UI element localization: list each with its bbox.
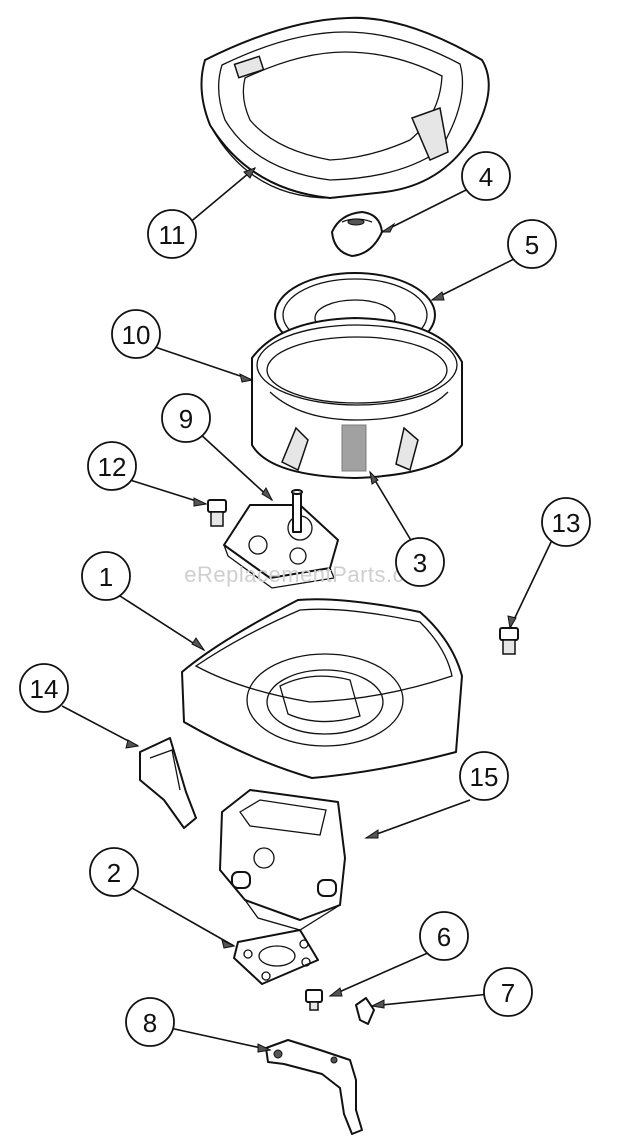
callout-2: 2: [89, 847, 139, 897]
watermark-text: eReplacementParts.com: [184, 562, 435, 587]
leader-lines: [61, 167, 553, 1053]
svg-text:15: 15: [470, 762, 499, 792]
callout-4: 4: [461, 151, 511, 201]
part-6-screw: [305, 989, 323, 1011]
callout-13: 13: [541, 497, 591, 547]
svg-text:11: 11: [159, 220, 186, 250]
callout-3: 3: [395, 537, 445, 587]
part-11-cover: [200, 16, 490, 199]
svg-text:12: 12: [98, 452, 127, 482]
part-9-mount-plate: [223, 489, 339, 589]
svg-text:5: 5: [525, 230, 539, 260]
callout-15: 15: [459, 751, 509, 801]
svg-text:10: 10: [122, 320, 151, 350]
callout-6: 6: [419, 911, 469, 961]
callout-7: 7: [483, 967, 533, 1017]
svg-text:8: 8: [143, 1008, 157, 1038]
part-8-bracket: [265, 1039, 363, 1135]
part-14-bracket: [139, 737, 197, 829]
callout-10: 10: [111, 309, 161, 359]
part-15-adapter: [219, 789, 346, 931]
part-7-clip: [355, 997, 375, 1025]
svg-text:3: 3: [413, 548, 427, 578]
callout-1: 1: [81, 551, 131, 601]
svg-text:1: 1: [99, 562, 113, 592]
svg-text:13: 13: [552, 508, 581, 538]
svg-text:14: 14: [30, 674, 59, 704]
callout-9: 9: [161, 393, 211, 443]
svg-text:4: 4: [479, 162, 493, 192]
callout-14: 14: [19, 663, 69, 713]
callout-5: 5: [507, 219, 557, 269]
callout-11: 11: [147, 209, 197, 259]
callout-8: 8: [125, 997, 175, 1047]
part-4-wing-nut: [331, 211, 383, 257]
svg-text:6: 6: [437, 922, 451, 952]
part-2-gasket: [233, 929, 319, 985]
part-1-base: [181, 598, 463, 779]
part-10-precleaner: [251, 317, 463, 479]
part-12-screw: [207, 499, 227, 527]
svg-text:2: 2: [107, 858, 121, 888]
callout-12: 12: [87, 441, 137, 491]
svg-text:7: 7: [501, 978, 515, 1008]
part-13-screw: [499, 627, 519, 655]
svg-text:9: 9: [179, 404, 193, 434]
